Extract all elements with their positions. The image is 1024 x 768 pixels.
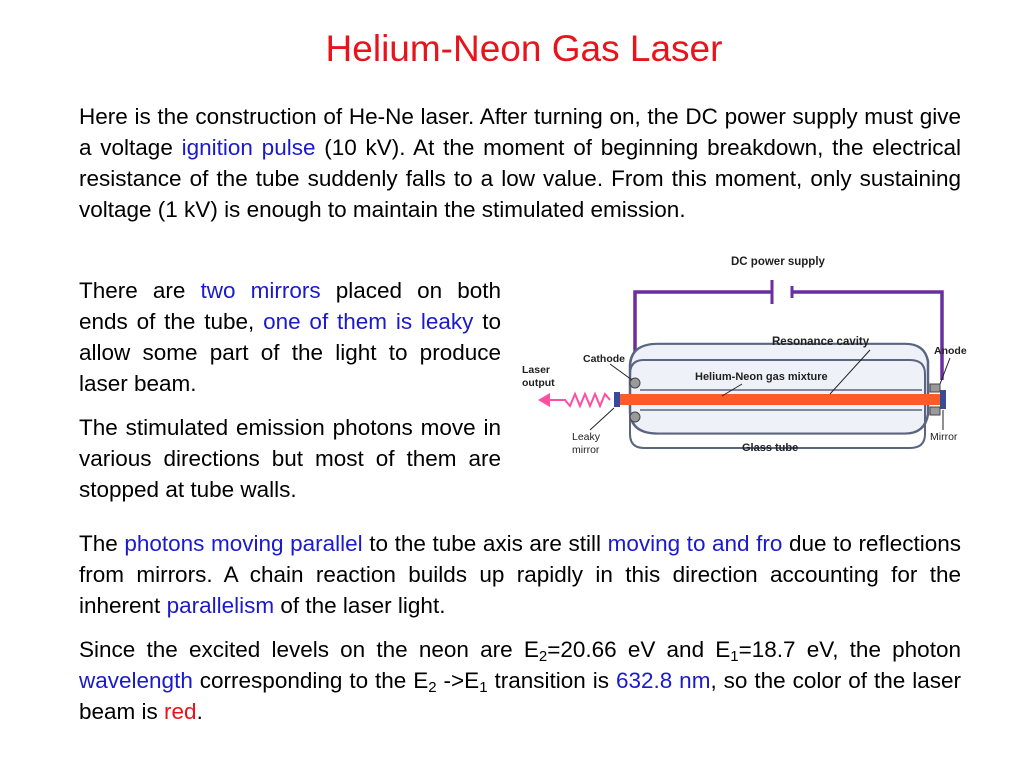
cathode-label: Cathode [583, 353, 625, 365]
text: , so the color of the laser beam is [79, 668, 961, 724]
mirrors-paragraph: There are two mirrors placed on both end… [79, 275, 501, 399]
laser-output-label: output [522, 377, 555, 389]
text: There are [79, 278, 201, 303]
subscript: 2 [428, 679, 437, 696]
laser-beam [620, 394, 940, 405]
arrow-head [538, 393, 550, 407]
text: Here is the construction of He-Ne laser.… [79, 104, 961, 160]
pointer-line [939, 357, 951, 385]
text: . [196, 699, 203, 724]
pointer-line [589, 407, 615, 431]
text: =20.66 eV and E [547, 637, 731, 662]
text: to allow some part of the light to produ… [79, 309, 501, 396]
intro-paragraph: Here is the construction of He-Ne laser.… [79, 101, 961, 225]
anode-label: Anode [934, 345, 967, 357]
text: placed on both ends of the tube, [79, 278, 501, 334]
subscript: 1 [730, 648, 739, 665]
wavelength-paragraph: Since the excited levels on the neon are… [79, 634, 961, 727]
pointer-line [609, 363, 633, 381]
pointer-line [829, 349, 871, 395]
text: to the tube axis are still [362, 531, 608, 556]
photons-paragraph: The stimulated emission photons move in … [79, 412, 501, 505]
resonance-cavity-label: Resonance cavity [772, 336, 870, 348]
subscript: 1 [479, 679, 488, 696]
laser-output-label: Laser [522, 364, 550, 376]
text: Since the excited levels on the neon are… [79, 637, 539, 662]
text: ->E [436, 668, 480, 693]
highlight-photons-parallel: photons moving parallel [124, 531, 363, 556]
text: The stimulated emission photons move in … [79, 415, 501, 502]
anode-electrode [929, 406, 941, 416]
highlight-632-nm: 632.8 nm [615, 668, 711, 693]
text: transition is [487, 668, 616, 693]
he-ne-laser-diagram: DC power supply Resonance cavity Cathode… [522, 256, 967, 456]
tube-outer [629, 359, 926, 449]
glass-tube-label: Glass tube [742, 442, 798, 454]
highlight-ignition-pulse: ignition pulse [181, 135, 316, 160]
parallel-paragraph: The photons moving parallel to the tube … [79, 528, 961, 621]
page-title: Helium-Neon Gas Laser [325, 28, 723, 69]
cathode-electrode [629, 411, 641, 423]
highlight-leaky: one of them is leaky [263, 309, 474, 334]
text: =18.7 eV, the photon [738, 637, 961, 662]
circuit-wire [792, 290, 944, 380]
pointer-line [721, 383, 743, 397]
subscript: 2 [538, 648, 548, 665]
laser-output-arrow [564, 391, 611, 409]
text: The [79, 531, 125, 556]
highlight-to-and-fro: moving to and fro [607, 531, 783, 556]
cathode-electrode [629, 377, 641, 389]
anode-electrode [929, 383, 941, 393]
leaky-mirror [614, 392, 620, 407]
highlight-two-mirrors: two mirrors [200, 278, 321, 303]
highlight-red: red [164, 699, 197, 724]
highlight-parallelism: parallelism [166, 593, 275, 618]
text: corresponding to the E [192, 668, 429, 693]
text: due to reflections from mirrors. A chain… [79, 531, 961, 618]
highlight-wavelength: wavelength [79, 668, 193, 693]
leaky-mirror-label: Leaky [572, 431, 601, 443]
glass-tube [628, 342, 930, 435]
text: (10 kV). At the moment of beginning brea… [79, 135, 962, 222]
text: of the laser light. [274, 593, 446, 618]
dc-power-supply-label: DC power supply [731, 256, 826, 268]
leaky-mirror-label: mirror [572, 444, 600, 456]
gas-mixture-label: Helium-Neon gas mixture [695, 371, 828, 383]
end-mirror [940, 390, 946, 409]
mirror-label: Mirror [930, 431, 958, 443]
